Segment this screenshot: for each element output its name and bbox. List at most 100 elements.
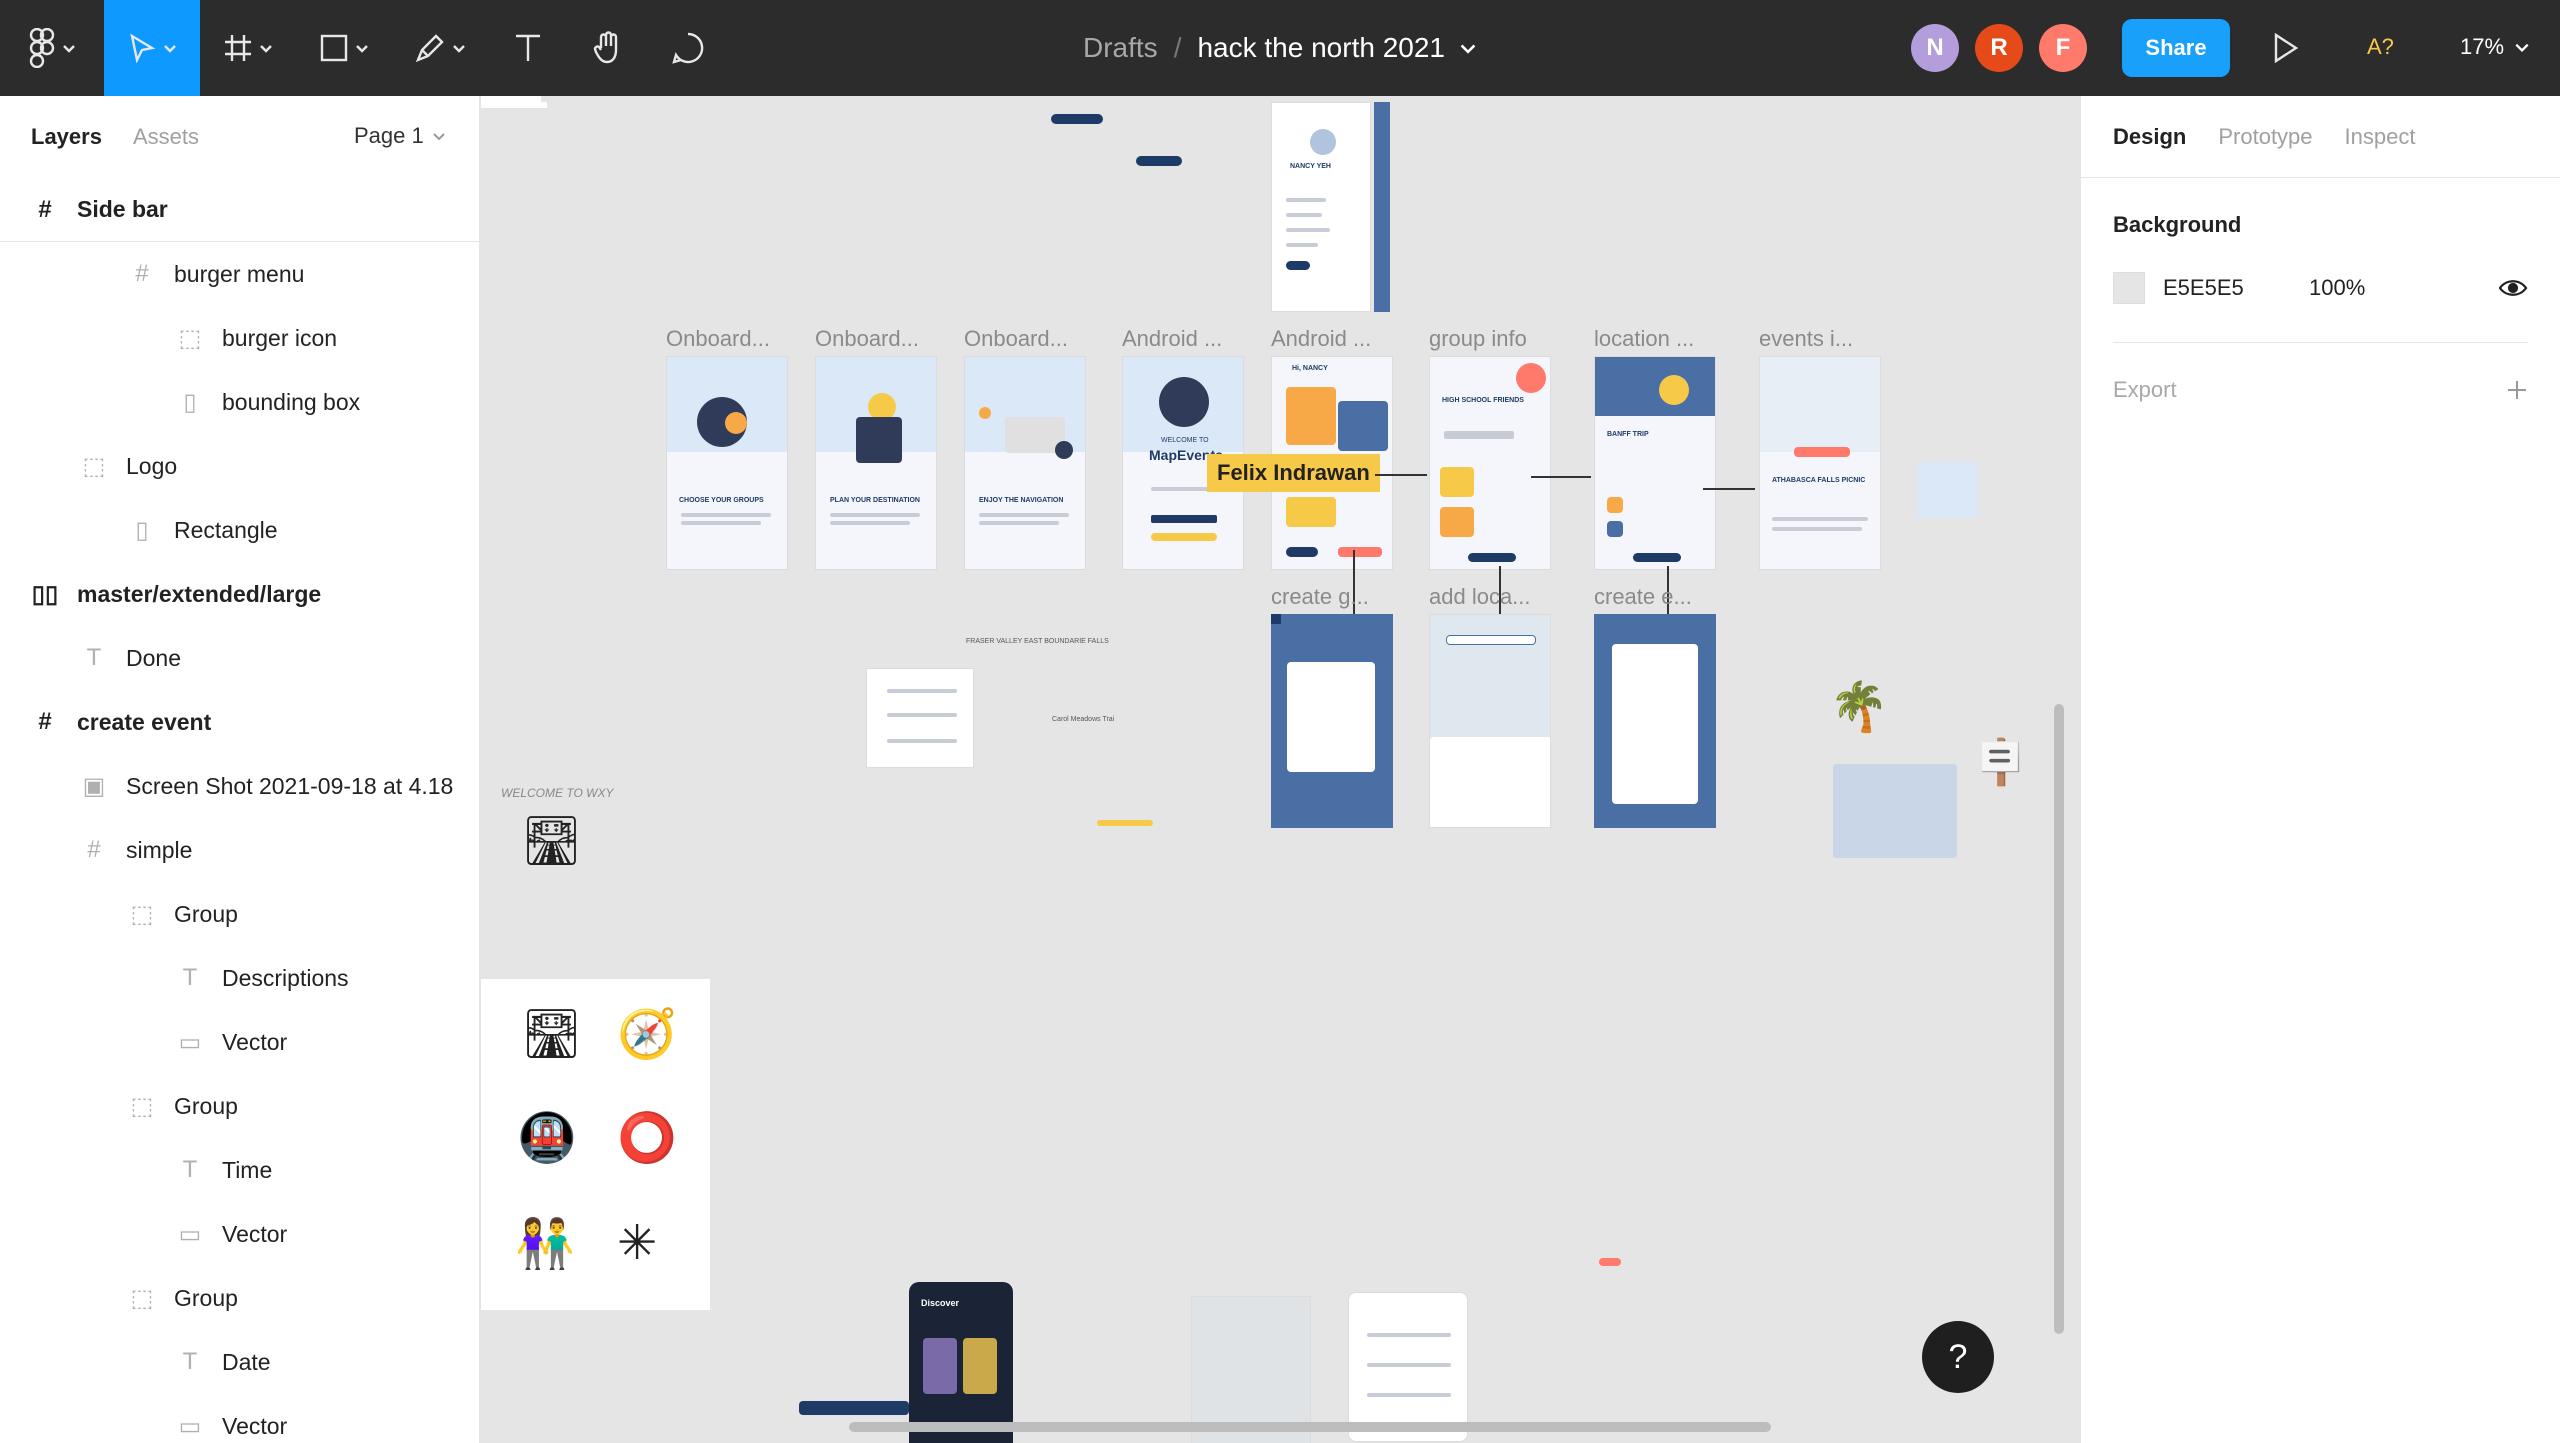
layer-row[interactable]: ▯▯master/extended/large (0, 562, 479, 626)
canvas-pill (1136, 156, 1182, 166)
frame-label[interactable]: events i... (1759, 326, 1854, 351)
eye-icon[interactable] (2498, 277, 2528, 299)
tab-assets[interactable]: Assets (132, 124, 199, 149)
plus-icon[interactable] (2506, 379, 2528, 401)
frame-label[interactable]: Onboard... (964, 326, 1068, 351)
pen-tool-icon[interactable] (392, 0, 488, 96)
event-title: ATHABASCA FALLS PICNIC (1772, 477, 1866, 484)
breadcrumb-drafts[interactable]: Drafts (1083, 32, 1158, 63)
icon-sheet-frame[interactable]: 🛣 🧭 🚇 ⭕ 👫 ✳ (481, 979, 710, 1310)
layer-label: Descriptions (222, 964, 349, 991)
sidebar-mock-frame[interactable]: NANCY YEH (1271, 102, 1371, 312)
layer-row[interactable]: #burger menu (0, 242, 479, 306)
figma-menu-icon[interactable] (0, 0, 104, 96)
layer-row[interactable]: #simple (0, 818, 479, 882)
list-snippet[interactable] (866, 668, 974, 768)
onboarding-frame[interactable]: CHOOSE YOUR GROUPS (666, 356, 788, 570)
share-button[interactable]: Share (2122, 19, 2230, 77)
location-frame[interactable]: BANFF TRIP (1594, 356, 1716, 570)
file-name[interactable]: hack the north 2021 (1197, 32, 1445, 63)
layer-row[interactable]: ⬚Group (0, 1074, 479, 1138)
background-swatch[interactable] (2113, 272, 2145, 304)
frame-label[interactable]: Onboard... (666, 326, 770, 351)
background-opacity[interactable]: 100% (2309, 275, 2366, 300)
group-info-frame[interactable]: HIGH SCHOOL FRIENDS (1429, 356, 1551, 570)
events-frame[interactable]: ATHABASCA FALLS PICNIC (1759, 356, 1881, 570)
text-icon: T (86, 644, 102, 671)
connector-arrow (1353, 550, 1355, 670)
avatar[interactable]: N (1911, 24, 1959, 72)
tab-design[interactable]: Design (2113, 123, 2187, 149)
zoom-menu[interactable]: 17% (2460, 34, 2530, 60)
tab-prototype[interactable]: Prototype (2218, 123, 2313, 149)
text-tool-icon[interactable] (488, 0, 568, 96)
vertical-scrollbar[interactable] (2054, 704, 2064, 1334)
layer-row[interactable]: #create event (0, 690, 479, 754)
layer-label: Done (126, 644, 181, 671)
android-welcome-frame[interactable]: WELCOME TO MapEvents (1122, 356, 1244, 570)
layer-list: #Side bar#burger menu⬚burger icon▯boundi… (0, 178, 479, 1443)
meadows-text: Carol Meadows Trai (1052, 716, 1115, 723)
layer-row[interactable]: ▭Vector (0, 1394, 479, 1443)
background-hex[interactable]: E5E5E5 (2163, 275, 2244, 300)
frame-icon: # (38, 708, 52, 735)
layer-row[interactable]: ▯bounding box (0, 370, 479, 434)
hand-tool-icon[interactable] (568, 0, 648, 96)
layer-row[interactable]: ▣Screen Shot 2021-09-18 at 4.18 (0, 754, 479, 818)
illustration-thumb[interactable] (1917, 462, 1977, 518)
layer-row[interactable]: ⬚Logo (0, 434, 479, 498)
frame-label[interactable]: Android ... (1271, 326, 1372, 351)
tab-inspect[interactable]: Inspect (2344, 123, 2416, 149)
frame-label[interactable]: location ... (1594, 326, 1695, 351)
layer-row[interactable]: ▯Rectangle (0, 498, 479, 562)
tab-layers[interactable]: Layers (31, 124, 102, 149)
background-fill-row: E5E5E5 100% (2113, 272, 2528, 343)
frame-tool-icon[interactable] (200, 0, 296, 96)
add-location-frame[interactable] (1429, 614, 1551, 828)
rectangle-tool-icon[interactable] (296, 0, 392, 96)
avatar[interactable]: F (2039, 24, 2087, 72)
frame-label[interactable]: create g... (1271, 584, 1369, 609)
frame-label[interactable]: Onboard... (815, 326, 919, 351)
layer-row[interactable]: ▭Vector (0, 1202, 479, 1266)
help-button[interactable]: ? (1922, 1321, 1994, 1393)
comment-tool-icon[interactable] (648, 0, 728, 96)
layer-row[interactable]: ⬚burger icon (0, 306, 479, 370)
avatar[interactable]: R (1975, 24, 2023, 72)
connector-arrow (1375, 474, 1427, 476)
frame-label[interactable]: Android ... (1122, 326, 1223, 351)
create-group-frame[interactable] (1271, 614, 1393, 828)
onboarding-frame[interactable]: PLAN YOUR DESTINATION (815, 356, 937, 570)
layer-label: Vector (222, 1220, 288, 1247)
form-thumb[interactable] (1348, 1292, 1468, 1442)
layer-row[interactable]: #Side bar (0, 178, 479, 242)
layer-row[interactable]: T Done (0, 626, 479, 690)
onboarding-frame[interactable]: ENJOY THE NAVIGATION (964, 356, 1086, 570)
layer-row[interactable]: ⬚Group (0, 1266, 479, 1330)
chevron-down-icon[interactable] (1459, 39, 1477, 57)
design-canvas[interactable]: NANCY YEH Onboard... Onboard... Onboard.… (481, 96, 2079, 1443)
frame-icon: # (87, 836, 101, 863)
right-panel-tabs: Design Prototype Inspect (2081, 96, 2560, 178)
frame-label[interactable]: create e... (1594, 584, 1692, 609)
vector-icon: ▭ (178, 1412, 202, 1440)
frame-label[interactable]: group info (1429, 326, 1527, 351)
map-thumb[interactable] (1191, 1296, 1311, 1443)
phone-mockup[interactable]: Discover (909, 1282, 1013, 1443)
frame-label[interactable]: add loca... (1429, 584, 1531, 609)
layer-row[interactable]: ▭Vector (0, 1010, 479, 1074)
onboarding-caption: CHOOSE YOUR GROUPS (679, 497, 764, 504)
left-panel-tabs: Layers Assets Page 1 (0, 96, 479, 178)
accessibility-check[interactable]: A? (2367, 34, 2394, 59)
layer-row[interactable]: ⬚Group (0, 882, 479, 946)
move-tool-icon[interactable] (104, 0, 200, 96)
play-icon[interactable] (2272, 32, 2300, 69)
page-selector[interactable]: Page 1 (354, 123, 446, 149)
component-icon: ▯▯ (31, 580, 59, 608)
layer-label: Side bar (77, 196, 168, 222)
horizontal-scrollbar[interactable] (849, 1422, 1771, 1432)
create-event-frame[interactable] (1594, 614, 1716, 828)
